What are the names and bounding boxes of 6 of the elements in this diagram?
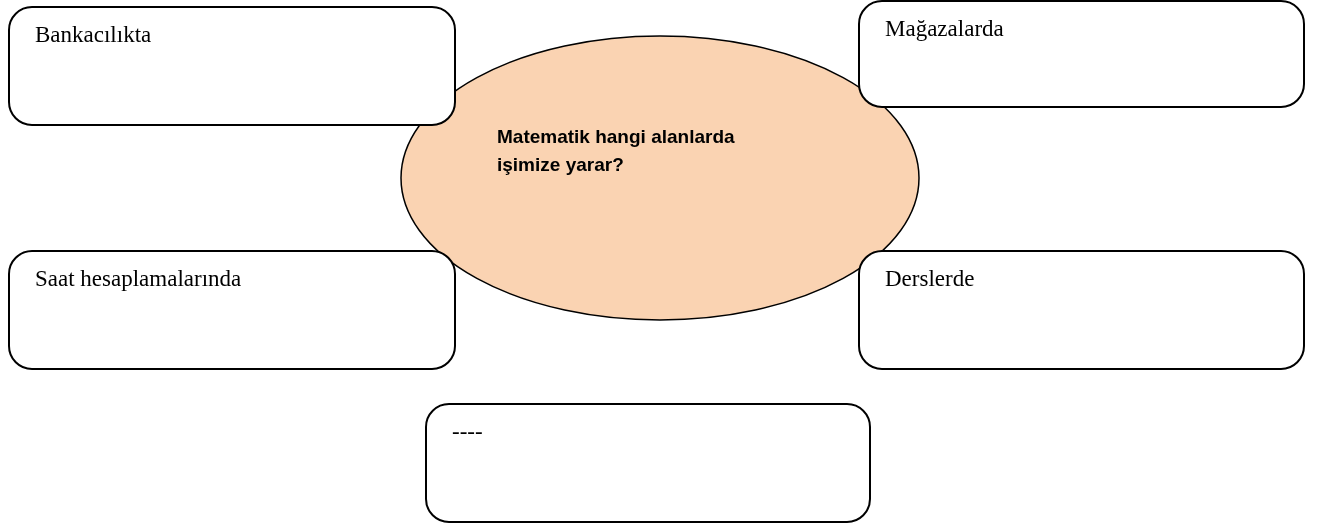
- answer-box: Mağazalarda: [858, 0, 1305, 108]
- answer-box: Bankacılıkta: [8, 6, 456, 126]
- answer-box: Derslerde: [858, 250, 1305, 370]
- question-text: Matematik hangi alanlarda işimize yarar?: [497, 125, 736, 177]
- answer-box: ----: [425, 403, 871, 523]
- answer-box: Saat hesaplamalarında: [8, 250, 456, 370]
